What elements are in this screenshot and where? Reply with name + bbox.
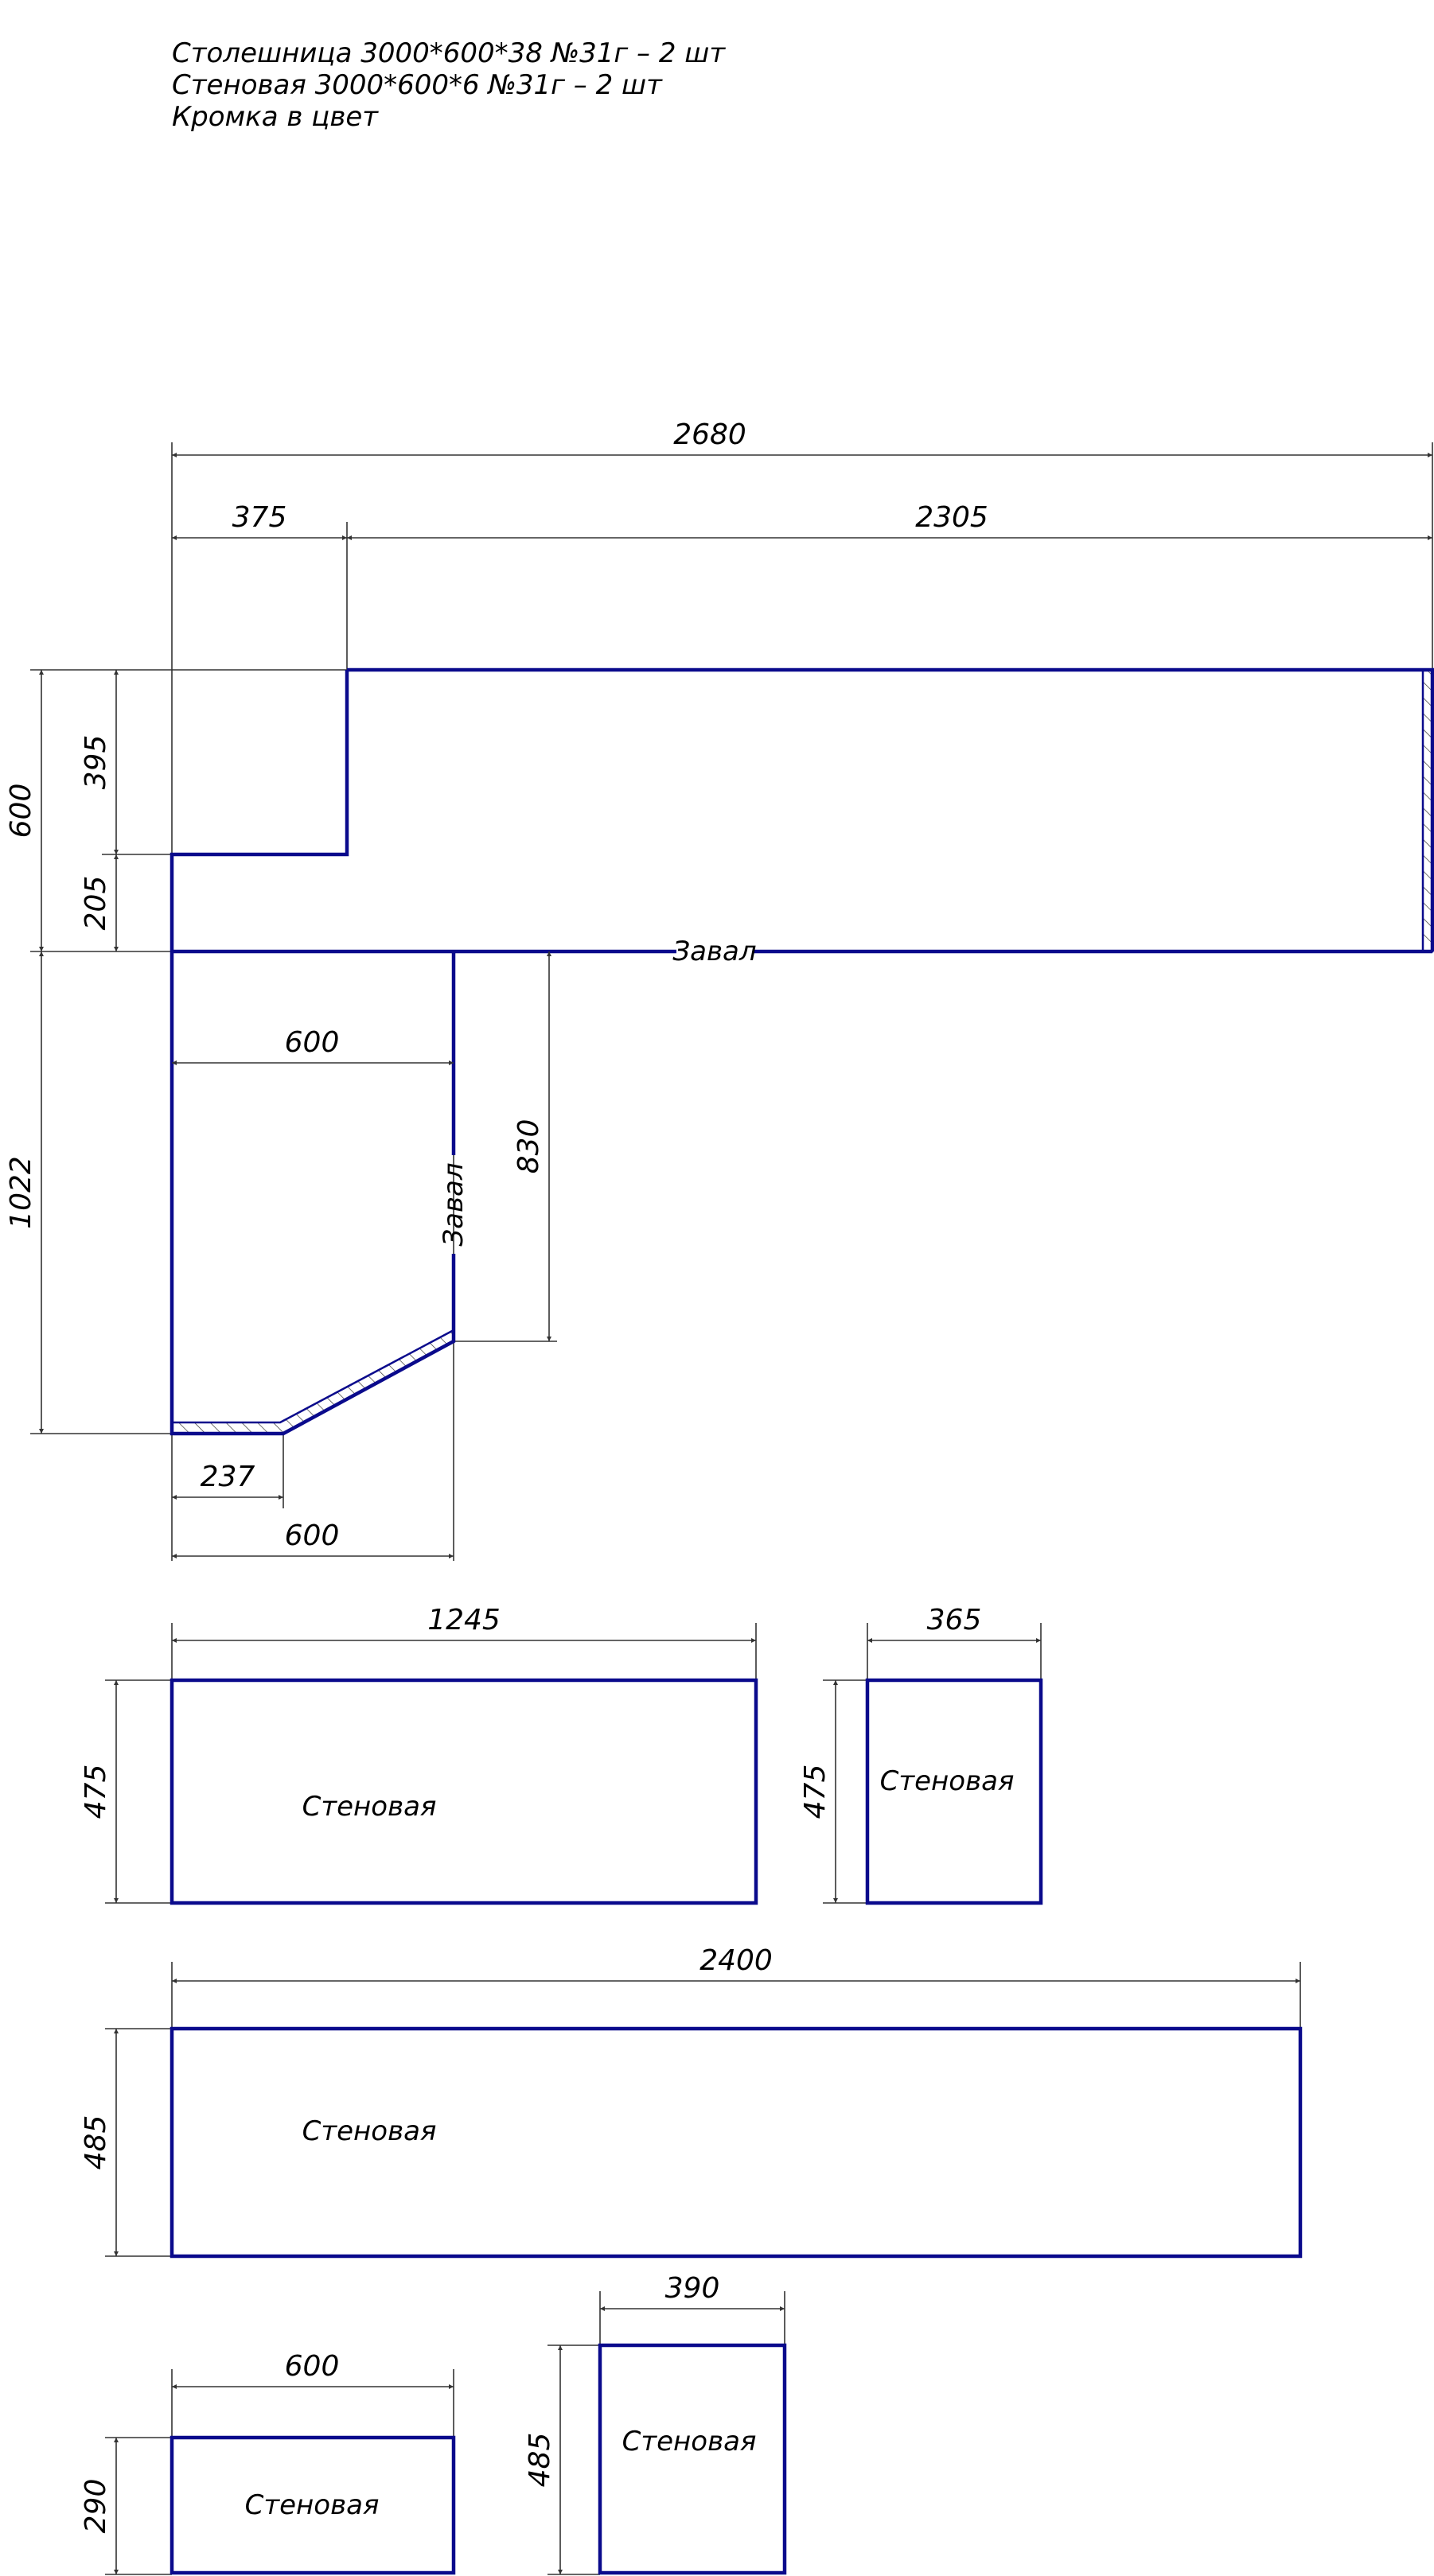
svg-text:395: 395	[80, 735, 112, 790]
panel-width: 600	[285, 2350, 340, 2383]
header-notes: Столешница 3000*600*38 №31г – 2 шт Стено…	[172, 37, 726, 133]
panel-width: 1245	[427, 1604, 501, 1636]
panel-390x485: 390 485 Стеновая	[524, 2272, 787, 2575]
dim-left-offset: 375	[172, 501, 347, 540]
note-countertop: Столешница 3000*600*38 №31г – 2 шт	[172, 37, 726, 69]
panel-height: 290	[80, 2479, 112, 2534]
panel-rect	[598, 2343, 787, 2575]
panel-1245x475: 1245 475 Стеновая	[80, 1604, 758, 1905]
dim-overall-depth: 600	[5, 670, 44, 951]
svg-text:830: 830	[512, 1119, 545, 1174]
dim-leg-length: 1022	[5, 951, 44, 1434]
panel-600x290: 600 290 Стеновая	[80, 2350, 456, 2575]
panel-label: Стеновая	[880, 1765, 1015, 1797]
wall-panels: 1245 475 Стеновая 365 475 Стеновая	[80, 1604, 1303, 2575]
panel-rect	[865, 1678, 1043, 1905]
extension-lines	[30, 442, 1433, 1561]
dim-step-depth: 395	[80, 670, 119, 854]
panel-width: 390	[665, 2272, 720, 2305]
panel-height: 475	[80, 1765, 112, 1819]
dim-leg-width: 600	[172, 1026, 454, 1065]
panel-label: Стеновая	[302, 1791, 437, 1823]
panel-2400x485: 2400 485 Стеновая	[80, 1944, 1303, 2259]
dim-right-width: 2305	[347, 501, 1432, 540]
panel-label: Стеновая	[622, 2426, 757, 2457]
dim-bottom-width: 600	[172, 1520, 454, 1558]
note-edge-band: Кромка в цвет	[172, 101, 379, 133]
countertop-outline-top	[347, 667, 1434, 951]
dim-overall-width: 2680	[172, 418, 1432, 457]
svg-text:205: 205	[80, 876, 112, 931]
panel-height: 475	[799, 1765, 832, 1819]
svg-text:600: 600	[5, 784, 37, 839]
panel-height: 485	[524, 2433, 556, 2488]
svg-text:2305: 2305	[915, 501, 988, 534]
svg-text:2680: 2680	[673, 418, 746, 451]
svg-text:237: 237	[201, 1461, 255, 1493]
panel-width: 365	[927, 1604, 982, 1636]
panel-rect	[170, 1678, 758, 1905]
countertop-drawing: Завал Завал 2680 375 2305 600 237 600	[5, 418, 1434, 1561]
countertop-outline-left	[170, 670, 456, 1436]
svg-text:375: 375	[232, 501, 287, 534]
zaval-label-vertical: Завал	[438, 1162, 470, 1246]
panel-365x475: 365 475 Стеновая	[799, 1604, 1043, 1905]
dim-leg-inner-depth: 830	[512, 951, 551, 1341]
svg-text:1022: 1022	[5, 1156, 37, 1229]
dim-bottom-edge: 237	[172, 1461, 283, 1500]
panel-rect	[170, 2435, 456, 2575]
note-wall-panel: Стеновая 3000*600*6 №31г – 2 шт	[172, 69, 663, 101]
panel-height: 485	[80, 2115, 112, 2170]
panel-width: 2400	[699, 1944, 773, 1977]
dim-left-depth: 205	[80, 854, 119, 951]
svg-text:600: 600	[285, 1026, 340, 1059]
zaval-label-horizontal: Завал	[672, 936, 756, 967]
svg-text:600: 600	[285, 1520, 340, 1552]
panel-label: Стеновая	[302, 2115, 437, 2147]
panel-label: Стеновая	[245, 2489, 380, 2521]
panel-rect	[170, 2026, 1303, 2259]
